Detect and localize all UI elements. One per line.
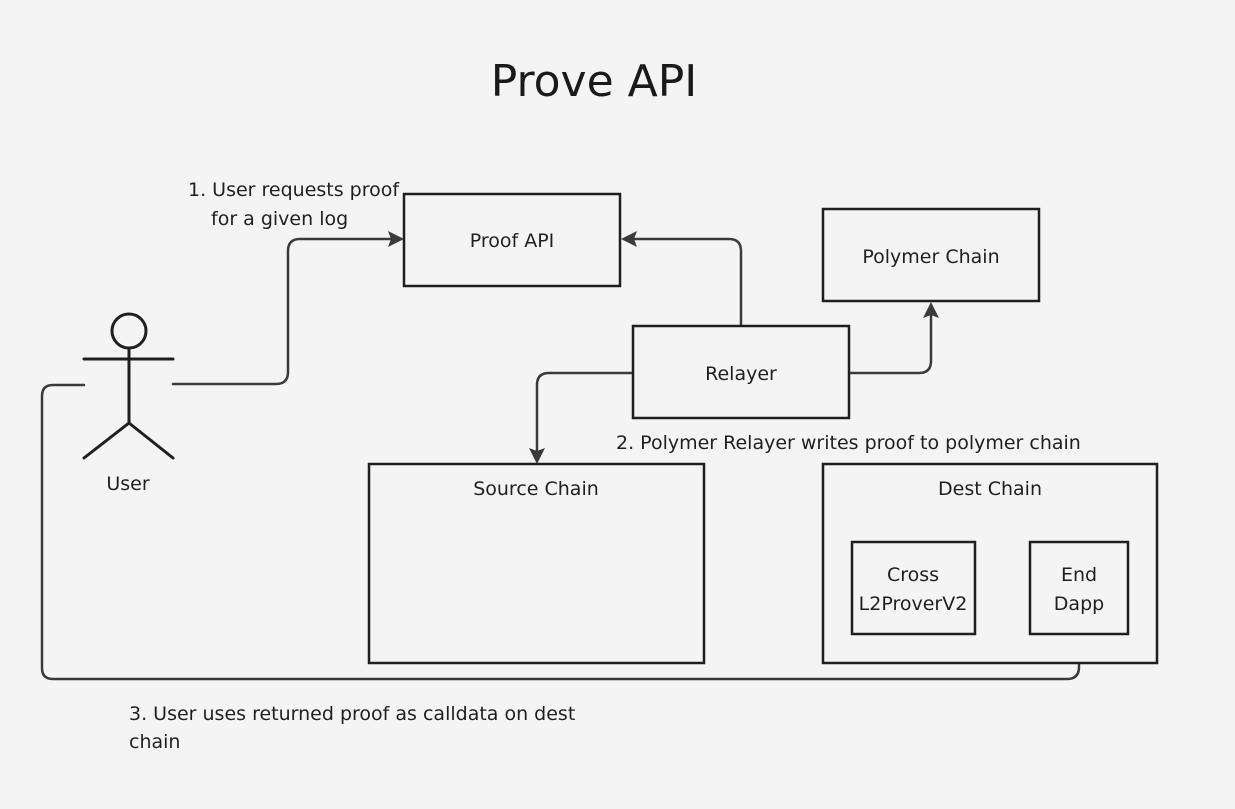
arrowhead-proof-api-left [388,231,404,247]
end-dapp-label-line1: End [1061,564,1097,586]
relayer-label: Relayer [705,363,777,385]
edge-relayer-to-source-chain [535,371,635,454]
node-polymer-chain: Polymer Chain [821,207,1041,303]
edge-user-to-end-dapp [40,383,1081,681]
proof-api-label: Proof API [470,230,555,252]
step1-annotation-line1: 1. User requests proof [188,179,400,201]
node-cross-prover: Cross L2ProverV2 [850,540,977,636]
end-dapp-label-line2: Dapp [1054,593,1104,615]
arrowhead-source-chain [529,448,545,464]
node-source-chain: Source Chain [367,462,706,665]
arrowhead-proof-api-right [621,231,637,247]
node-end-dapp: End Dapp [1028,540,1130,636]
edge-relayer-to-polymer-chain [847,312,933,375]
step1-annotation-line2: for a given log [211,208,348,230]
cross-prover-label-line2: L2ProverV2 [859,593,968,615]
step2-annotation: 2. Polymer Relayer writes proof to polym… [616,432,1081,454]
node-relayer: Relayer [631,324,851,420]
diagram-title: Prove API [491,56,698,107]
edge-relayer-to-proof-api [631,237,743,328]
step3-annotation-line1: 3. User uses returned proof as calldata … [129,703,575,725]
user-actor-label: User [106,473,149,495]
edge-user-to-proof-api [171,237,394,386]
dest-chain-label: Dest Chain [938,478,1042,500]
source-chain-label: Source Chain [473,478,599,500]
node-proof-api: Proof API [402,192,622,288]
cross-prover-label-line1: Cross [887,564,939,586]
step3-annotation-line2: chain [129,731,180,753]
arrowhead-polymer-chain [923,302,939,318]
polymer-chain-label: Polymer Chain [862,246,999,268]
user-actor-icon [82,312,175,460]
